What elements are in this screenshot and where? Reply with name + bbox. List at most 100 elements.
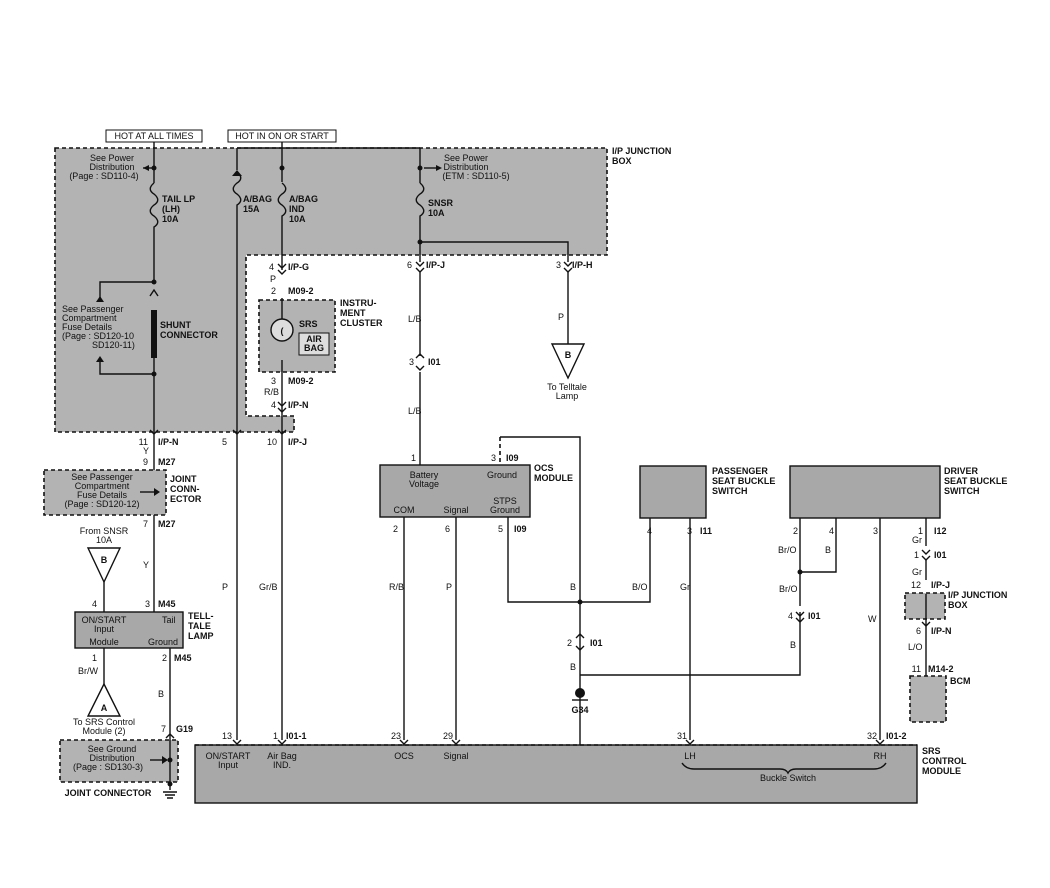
svg-text:HOT IN ON OR START: HOT IN ON OR START xyxy=(235,131,329,141)
ip-junction-box-small xyxy=(904,592,946,620)
svg-text:L/B: L/B xyxy=(408,406,422,416)
svg-text:9: 9 xyxy=(143,457,148,467)
svg-text:2: 2 xyxy=(162,653,167,663)
svg-text:I01: I01 xyxy=(808,611,821,621)
svg-text:31: 31 xyxy=(677,731,687,741)
ocs-ground: Ground xyxy=(487,470,517,480)
svg-text:W: W xyxy=(868,614,877,624)
svg-text:6: 6 xyxy=(445,524,450,534)
svg-text:M27: M27 xyxy=(158,457,176,467)
svg-text:I/P-H: I/P-H xyxy=(572,260,593,270)
passenger-seat-buckle-switch xyxy=(639,465,707,519)
connector-i01-snsr: 3 I01 xyxy=(409,353,441,371)
svg-text:L/B: L/B xyxy=(408,314,422,324)
connector-ip-n-bcm: 6 I/P-N xyxy=(916,621,952,636)
svg-text:1: 1 xyxy=(273,731,278,741)
telltale-tail: Tail xyxy=(162,615,176,625)
srs-ocs: OCS xyxy=(394,751,414,761)
svg-text:M45: M45 xyxy=(174,653,192,663)
hot-in-on-or-start-header: HOT IN ON OR START xyxy=(227,129,337,143)
svg-text:B: B xyxy=(158,689,164,699)
bcm-box xyxy=(909,675,947,723)
connector-m14-2: 11 M14-2 xyxy=(912,664,954,674)
svg-text:7: 7 xyxy=(161,724,166,734)
svg-text:I/P-J: I/P-J xyxy=(426,260,445,270)
svg-text:6: 6 xyxy=(916,626,921,636)
svg-text:4: 4 xyxy=(788,611,793,621)
svg-text:M09-2: M09-2 xyxy=(288,286,314,296)
svg-text:I01: I01 xyxy=(590,638,603,648)
svg-text:1: 1 xyxy=(92,653,97,663)
svg-text:5: 5 xyxy=(222,437,227,447)
svg-text:I01: I01 xyxy=(428,357,441,367)
telltale-module: Module xyxy=(89,637,119,647)
svg-text:1: 1 xyxy=(914,550,919,560)
connector-ip-j-left: 5 10 I/P-J xyxy=(222,429,307,447)
connector-i01-ground: 2 I01 xyxy=(567,633,603,651)
svg-text:I/P-J: I/P-J xyxy=(931,580,950,590)
connector-i01-driver: 4 I01 xyxy=(788,611,821,623)
svg-text:2: 2 xyxy=(393,524,398,534)
srs-lh: LH xyxy=(684,751,696,761)
svg-text:I/P-N: I/P-N xyxy=(158,437,179,447)
connector-ip-g: 4 I/P-G xyxy=(269,262,309,275)
svg-text:4: 4 xyxy=(647,526,652,536)
connector-ip-h: 3 I/P-H xyxy=(556,260,593,273)
connector-ip-j-bcm: 12 I/P-J xyxy=(911,580,950,590)
svg-text:I09: I09 xyxy=(506,453,519,463)
svg-text:P: P xyxy=(446,582,452,592)
svg-text:I01: I01 xyxy=(934,550,947,560)
svg-text:A: A xyxy=(101,703,108,713)
srs-rh: RH xyxy=(874,751,887,761)
svg-text:I09: I09 xyxy=(514,524,527,534)
ocs-com: COM xyxy=(394,505,415,515)
svg-text:I/P-N: I/P-N xyxy=(288,400,309,410)
connector-m09-2-top: 2 M09-2 xyxy=(271,286,314,296)
svg-text:2: 2 xyxy=(271,286,276,296)
svg-text:B: B xyxy=(570,662,576,672)
svg-text:P: P xyxy=(222,582,228,592)
svg-text:M27: M27 xyxy=(158,519,176,529)
svg-text:I12: I12 xyxy=(934,526,947,536)
svg-text:2: 2 xyxy=(567,638,572,648)
svg-text:Gr: Gr xyxy=(912,535,922,545)
svg-text:11: 11 xyxy=(912,664,921,674)
svg-text:3: 3 xyxy=(271,376,276,386)
telltale-lamp-box xyxy=(74,611,184,649)
connector-ip-n-cluster: 4 I/P-N xyxy=(271,400,309,413)
svg-text:Br/O: Br/O xyxy=(779,584,798,594)
svg-text:2: 2 xyxy=(793,526,798,536)
svg-text:3: 3 xyxy=(145,599,150,609)
svg-text:Y: Y xyxy=(143,560,149,570)
svg-text:4: 4 xyxy=(269,262,274,272)
svg-text:B/O: B/O xyxy=(632,582,648,592)
svg-text:3: 3 xyxy=(556,260,561,270)
joint-connector-bottom-label: JOINT CONNECTOR xyxy=(65,788,152,798)
svg-text:I01-2: I01-2 xyxy=(886,731,907,741)
svg-text:Br/W: Br/W xyxy=(78,666,99,676)
svg-text:Br/O: Br/O xyxy=(778,545,797,555)
connector-i01-bcm: 1 I01 xyxy=(914,549,947,561)
srs-signal: Signal xyxy=(443,751,468,761)
svg-text:4: 4 xyxy=(271,400,276,410)
svg-text:B: B xyxy=(565,350,572,360)
svg-text:M09-2: M09-2 xyxy=(288,376,314,386)
